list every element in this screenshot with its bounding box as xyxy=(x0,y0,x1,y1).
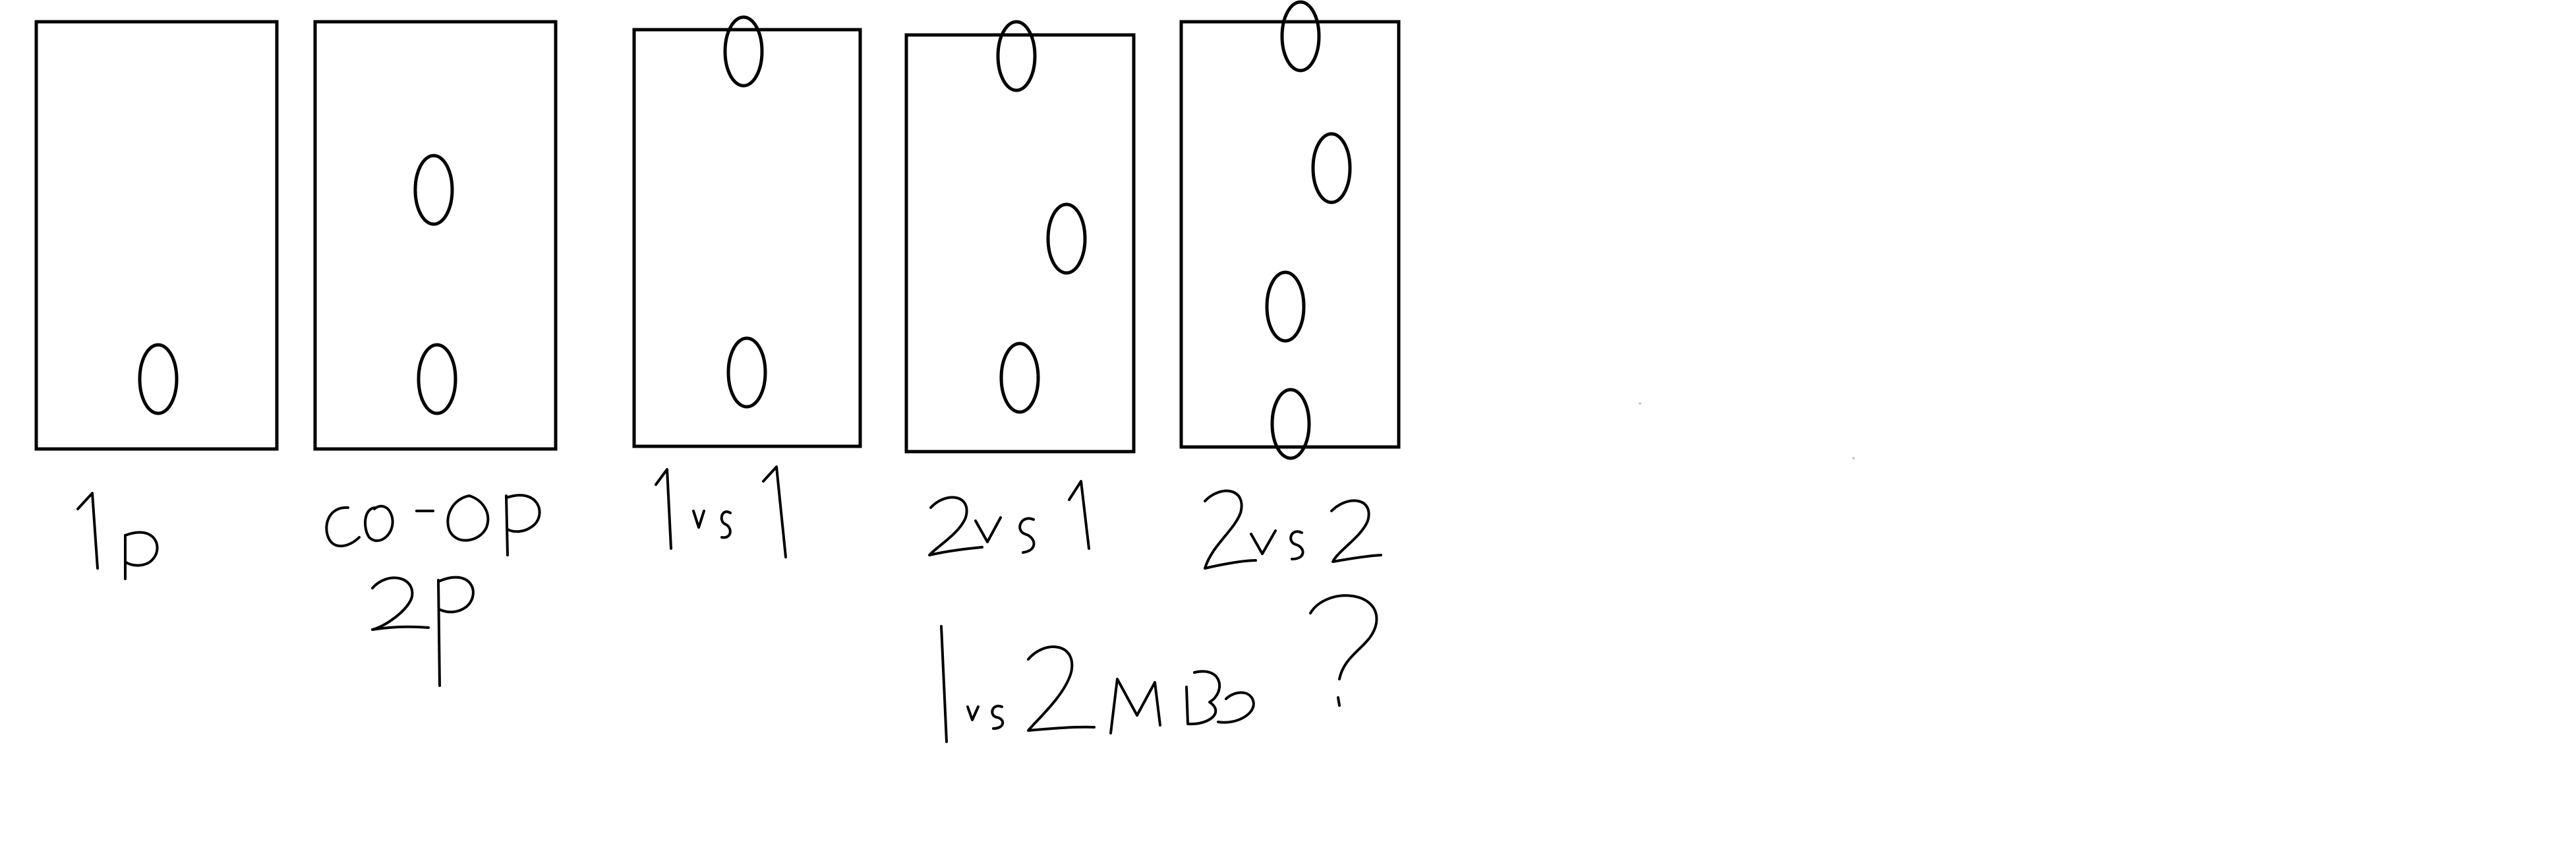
label-2vs2-handwriting xyxy=(1204,489,1382,570)
player-marker xyxy=(996,20,1037,92)
player-marker xyxy=(1280,0,1321,73)
panel-frame xyxy=(632,28,862,448)
player-marker xyxy=(726,336,767,409)
player-marker xyxy=(413,154,454,226)
player-marker xyxy=(1311,132,1352,204)
panel-frame xyxy=(313,20,558,451)
label-1p-handwriting xyxy=(76,492,159,580)
panel-frame xyxy=(34,20,279,451)
label-coop-handwriting xyxy=(325,494,541,687)
player-marker xyxy=(1265,270,1306,343)
panel-2vs2 xyxy=(1179,0,1401,460)
panel-1vs1 xyxy=(632,15,862,448)
panel-2vs1 xyxy=(904,20,1136,454)
panel-frame xyxy=(1179,20,1401,449)
player-marker xyxy=(1270,388,1311,460)
player-marker xyxy=(138,343,179,415)
label-1vs1-handwriting xyxy=(655,465,787,558)
speck xyxy=(1852,457,1855,460)
footnote-handwriting xyxy=(940,594,1378,743)
label-2vs1-handwriting xyxy=(928,480,1090,556)
panel-1p xyxy=(34,20,279,451)
player-marker xyxy=(1046,202,1087,275)
panel-frame xyxy=(904,33,1136,454)
player-marker xyxy=(999,342,1040,414)
player-marker xyxy=(723,15,764,88)
player-marker xyxy=(417,343,457,415)
speck xyxy=(1639,402,1641,405)
panel-coop xyxy=(313,20,558,451)
